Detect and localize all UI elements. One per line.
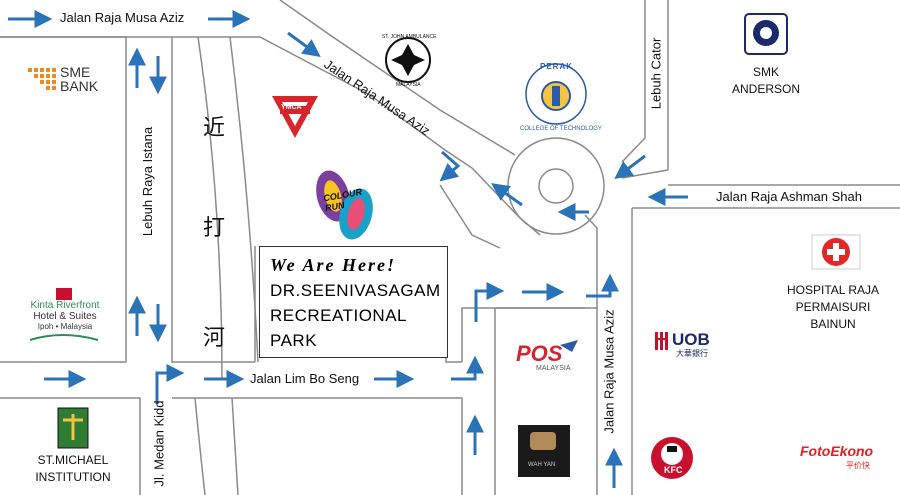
sme-bank-label: SME BANK [60,65,98,93]
colour-run-logo [316,170,373,240]
hospital-line-1: HOSPITAL RAJA [786,283,880,297]
st-john-text: ST. JOHN AMBULANCE [382,34,437,40]
perak-text: PERAK [540,62,574,71]
road-label-raja-ashman-shah: Jalan Raja Ashman Shah [716,189,862,204]
st-john-sub-text: MALAYSIA [396,82,421,88]
perak-college-logo [525,63,587,125]
park-name-line-3: PARK [270,331,318,350]
arrow-icon [614,154,646,180]
river-label-char-3: 河 [203,326,226,351]
roundabout-island [538,168,574,204]
hospital-icon [811,234,861,270]
st-michael-line-1: ST.MICHAEL [37,453,109,467]
wah-yan-text: WAH YAN [528,462,556,468]
kinta-name: Kinta Riverfront [30,300,100,311]
smk-anderson-line-2: ANDERSON [731,82,800,96]
arrow-icon [287,31,321,57]
foto-ekono-sub: 平价快 [846,461,870,470]
road-label-medan-kidd: Jl. Medan Kidd [151,400,167,487]
kfc-text: KFC [664,465,683,475]
sme-bank-label-line-2: BANK [60,78,99,94]
arrow-icon [439,150,461,182]
pos-text: POS [516,341,563,366]
park-name-line-2: RECREATIONAL [270,306,407,325]
st-michael-crest [57,407,89,449]
st-john-ambulance-logo [385,37,431,83]
arrow-icon [474,282,505,322]
kinta-riverfront-label: Kinta Riverfront Hotel & Suites Ipoh • M… [28,300,102,331]
uob-text: UOB [672,330,710,349]
kfc-logo [651,437,693,479]
road-label-lim-bo-seng: Jalan Lim Bo Seng [250,371,360,386]
st-michael-line-2: INSTITUTION [35,470,111,484]
sme-bank-label-line-1: SME [60,64,91,80]
kinta-riverfront-logo [29,288,99,341]
road-label-raja-musa-aziz-top: Jalan Raja Musa Aziz [60,10,185,25]
foto-ekono-text: FotoEkono [800,443,874,459]
ymca-text: YMCA [281,104,302,111]
uob-sub-text: 大華銀行 [676,349,708,358]
traffic-arrows [8,10,688,488]
arrow-icon [586,273,619,298]
kinta-sub: Hotel & Suites [33,311,97,322]
hospital-line-2: PERMAISURI [795,300,871,314]
arrow-icon [491,183,523,207]
smk-anderson-crest [744,13,788,55]
smk-anderson-label: SMK ANDERSON [720,64,812,98]
st-michael-label: ST.MICHAEL INSTITUTION [18,452,128,486]
we-are-here-title: We Are Here! [270,255,396,275]
wah-yan-logo [518,425,570,477]
arrow-icon [451,355,484,381]
pos-sub-text: MALAYSIA [536,365,571,372]
perak-sub-text: COLLEGE OF TECHNOLOGY [520,126,602,132]
ymca-logo [272,96,318,138]
road-label-lebuh-raya-istana: Lebuh Raya Istana [140,126,156,237]
kinta-city: Ipoh • Malaysia [37,322,93,331]
river-label-char-2: 打 [203,216,226,241]
pos-malaysia-logo [560,340,578,352]
hospital-label: HOSPITAL RAJA PERMAISURI BAINUN [768,282,898,333]
hospital-line-3: BAINUN [810,317,856,331]
road-label-lebuh-cator: Lebuh Cator [648,37,664,110]
sme-bank-logo [28,68,56,90]
road-label-raja-musa-aziz-vertical: Jalan Raja Musa Aziz [601,309,617,434]
park-name-line-1: DR.SEENIVASAGAM [270,281,441,300]
uob-logo [655,332,668,350]
arrow-icon [155,364,185,404]
smk-anderson-line-1: SMK [752,65,779,79]
we-are-here-box: We Are Here! DR.SEENIVASAGAM RECREATIONA… [259,246,448,358]
river-label-char-1: 近 [203,116,226,141]
